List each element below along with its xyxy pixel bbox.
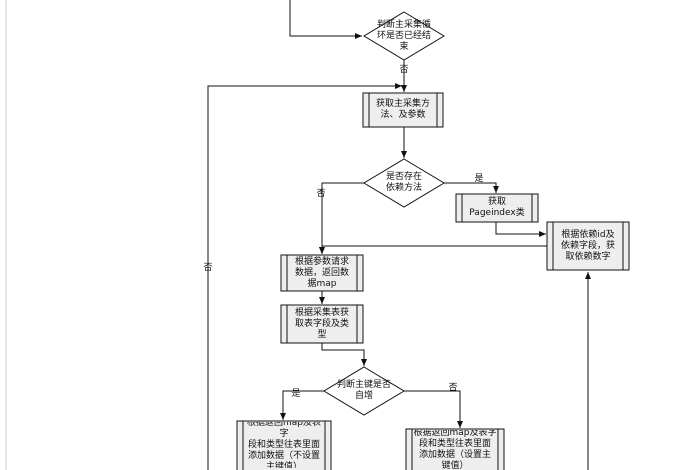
process-get-method-shape [362,92,444,128]
process-dep-id-shape [546,221,630,271]
edge-label-no-left: 否 [203,262,213,273]
edge-label-yes-dep: 是 [474,173,484,184]
process-add-no-pk-shape [236,420,332,470]
edge-dep-yes [444,182,499,193]
edge-pk-yes [280,390,324,420]
edge-pk-no [404,390,463,428]
edge-fields-to-pk [321,343,367,366]
edge-class-to-depid [495,222,546,237]
edge-loop-back-left [207,83,402,470]
decision-has-dep-label: 是否存在 依赖方法 [385,172,422,193]
edge-label-yes-pk: 是 [291,388,301,399]
edge-label-no-dep: 否 [316,188,326,199]
edge-depid-to-request [319,245,547,254]
process-get-class-label: 获取 Pageindex类 [469,197,525,218]
decision-pk-auto-label: 判断主键是否 自增 [336,380,391,401]
edge-label-no-pk: 否 [448,382,458,393]
process-add-pk-shape [405,428,505,470]
process-get-method-label: 获取主采集方 法、及参数 [375,99,430,120]
edge-top-incoming [289,0,362,39]
process-request-shape [280,254,364,292]
decision-pk-auto-shape [323,366,405,416]
decision-has-dep-shape [363,158,445,208]
process-add-no-pk-label: 根据返回map及表字 段和类型往表里面 添加数据（不设置 主键值） [247,422,321,468]
process-get-class-shape [455,193,539,223]
process-request-label: 根据参数请求 数据，返回数 据map [294,256,349,289]
decision-loop-end-label: 判断主采集循 环是否已经结 束 [376,19,431,52]
process-add-pk-label: 根据返回map及表字 段和类型往表里面 添加数据（设置主 键值） [413,430,497,470]
edge-dep-no [319,182,364,254]
process-fields-label: 根据采集表获 取表字段及类 型 [294,307,349,340]
edge-label-no-top: 否 [399,64,409,75]
process-dep-id-label: 根据依赖id及 依赖字段，获 取依赖数字 [560,229,615,262]
